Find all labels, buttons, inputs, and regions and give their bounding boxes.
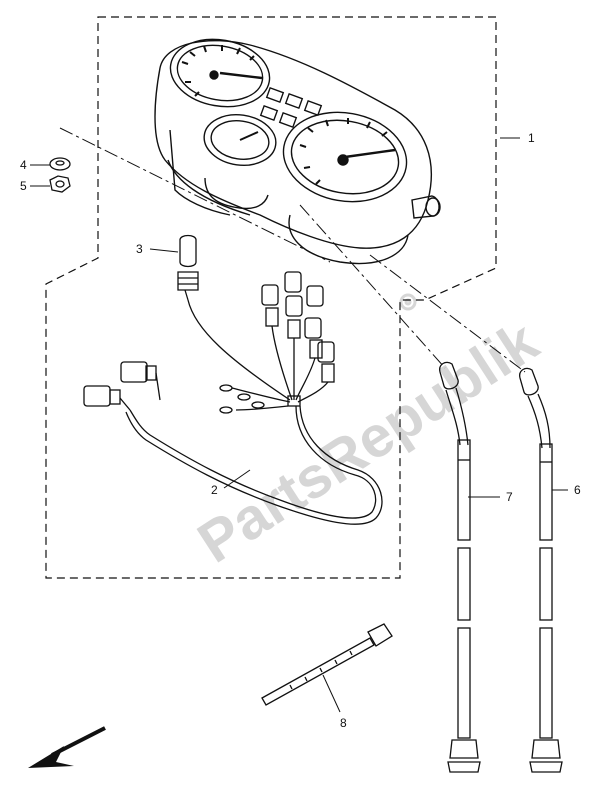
callout-3: 3 [136, 242, 143, 256]
reference-lines [59, 127, 526, 373]
callout-8: 8 [340, 716, 347, 730]
callout-4: 4 [20, 158, 27, 172]
washer-part [49, 157, 71, 171]
bulb-part [177, 234, 199, 301]
callout-6: 6 [574, 483, 581, 497]
cable-tie-part [261, 623, 393, 706]
instrument-cluster [154, 38, 441, 265]
gauge-ticks [181, 45, 388, 185]
front-direction-arrow-icon [28, 726, 106, 768]
assembly-boundary [45, 16, 497, 579]
nut-part [49, 175, 71, 193]
watermark-text: PartsRepublik [187, 308, 550, 575]
wire-harness [83, 271, 383, 525]
callout-5: 5 [20, 179, 27, 193]
callout-leaders [30, 137, 568, 713]
callout-2: 2 [211, 483, 218, 497]
meter-cable-6 [519, 367, 563, 773]
callout-1: 1 [528, 131, 535, 145]
watermark-logo [399, 293, 417, 311]
meter-cable-7 [439, 361, 481, 773]
callout-7: 7 [506, 490, 513, 504]
